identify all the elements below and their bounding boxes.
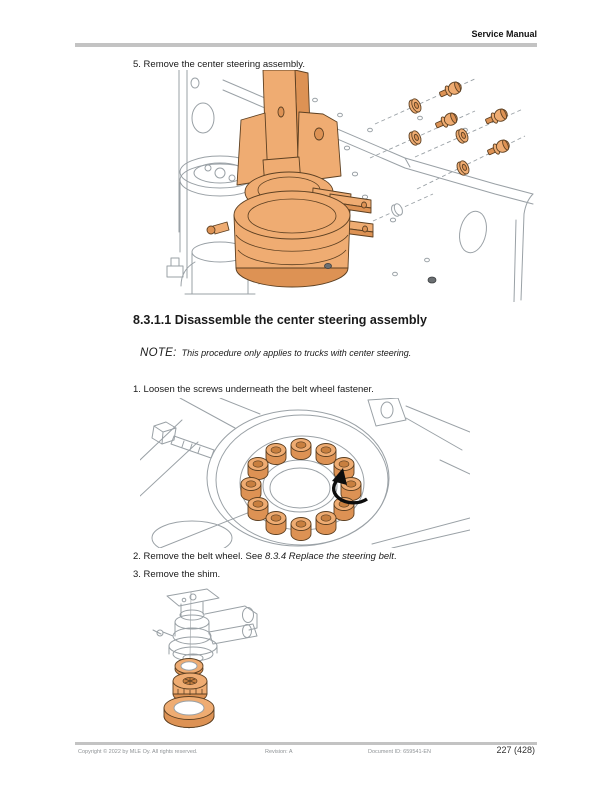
footer-document-id: Document ID: 659541-EN bbox=[368, 749, 431, 755]
belt-wheel-line-art bbox=[139, 397, 471, 556]
belt-wheel-illustration bbox=[139, 397, 471, 556]
footer-page-number: 227 (428) bbox=[496, 745, 535, 755]
cross-reference-link[interactable]: 8.3.4 Replace the steering belt bbox=[265, 551, 394, 562]
note-label: NOTE: bbox=[140, 347, 177, 359]
step-3: 3. Remove the shim. bbox=[133, 569, 221, 580]
frame-bolt-icon bbox=[427, 276, 437, 284]
washer-icon bbox=[408, 98, 422, 114]
figure-shim-exploded bbox=[145, 584, 295, 739]
screw-icon bbox=[487, 139, 510, 156]
figure-center-steering-assembly bbox=[165, 69, 535, 307]
note-text: This procedure only applies to trucks wi… bbox=[181, 348, 412, 358]
bearing-gear-part bbox=[172, 672, 208, 703]
shim-ring bbox=[174, 658, 204, 677]
screw-icon bbox=[439, 81, 462, 98]
washer-icon bbox=[456, 160, 470, 176]
step-2-period: . bbox=[393, 551, 397, 562]
section-heading: 8.3.1.1 Disassemble the center steering … bbox=[133, 313, 427, 327]
frame-bolt-icon bbox=[324, 262, 332, 269]
step-1: 1. Loosen the screws underneath the belt… bbox=[133, 384, 374, 395]
header-title: Service Manual bbox=[471, 29, 537, 39]
assembly-screws-and-washers bbox=[324, 81, 510, 284]
steering-unit-line-art bbox=[152, 588, 258, 663]
step-2: 2. Remove the belt wheel. See 8.3.4 Repl… bbox=[133, 551, 397, 562]
spacer-ring-icon bbox=[391, 203, 403, 217]
screw-icon bbox=[485, 108, 508, 125]
steering-assembly-highlight bbox=[206, 69, 374, 288]
note-block: NOTE: This procedure only applies to tru… bbox=[140, 347, 411, 359]
footer-revision: Revision: A bbox=[265, 749, 293, 755]
rotation-arrow-icon bbox=[332, 468, 368, 505]
truck-frame-line-art bbox=[166, 69, 534, 303]
header-rule bbox=[75, 43, 537, 47]
shim-exploded-illustration bbox=[152, 588, 258, 730]
belt-wheel-part bbox=[163, 696, 215, 728]
footer-rule bbox=[75, 742, 537, 745]
washer-icon bbox=[408, 130, 422, 146]
step-5: 5. Remove the center steering assembly. bbox=[133, 59, 305, 70]
screw-icon bbox=[435, 112, 458, 129]
step-2-text: 2. Remove the belt wheel. See bbox=[133, 551, 266, 562]
center-steering-assembly-illustration bbox=[166, 69, 534, 303]
footer-copyright: Copyright © 2022 by MLE Oy. All rights r… bbox=[78, 749, 198, 755]
belt-wheel-screws bbox=[240, 438, 362, 541]
washer-icon bbox=[455, 128, 469, 144]
figure-belt-wheel bbox=[139, 397, 471, 556]
